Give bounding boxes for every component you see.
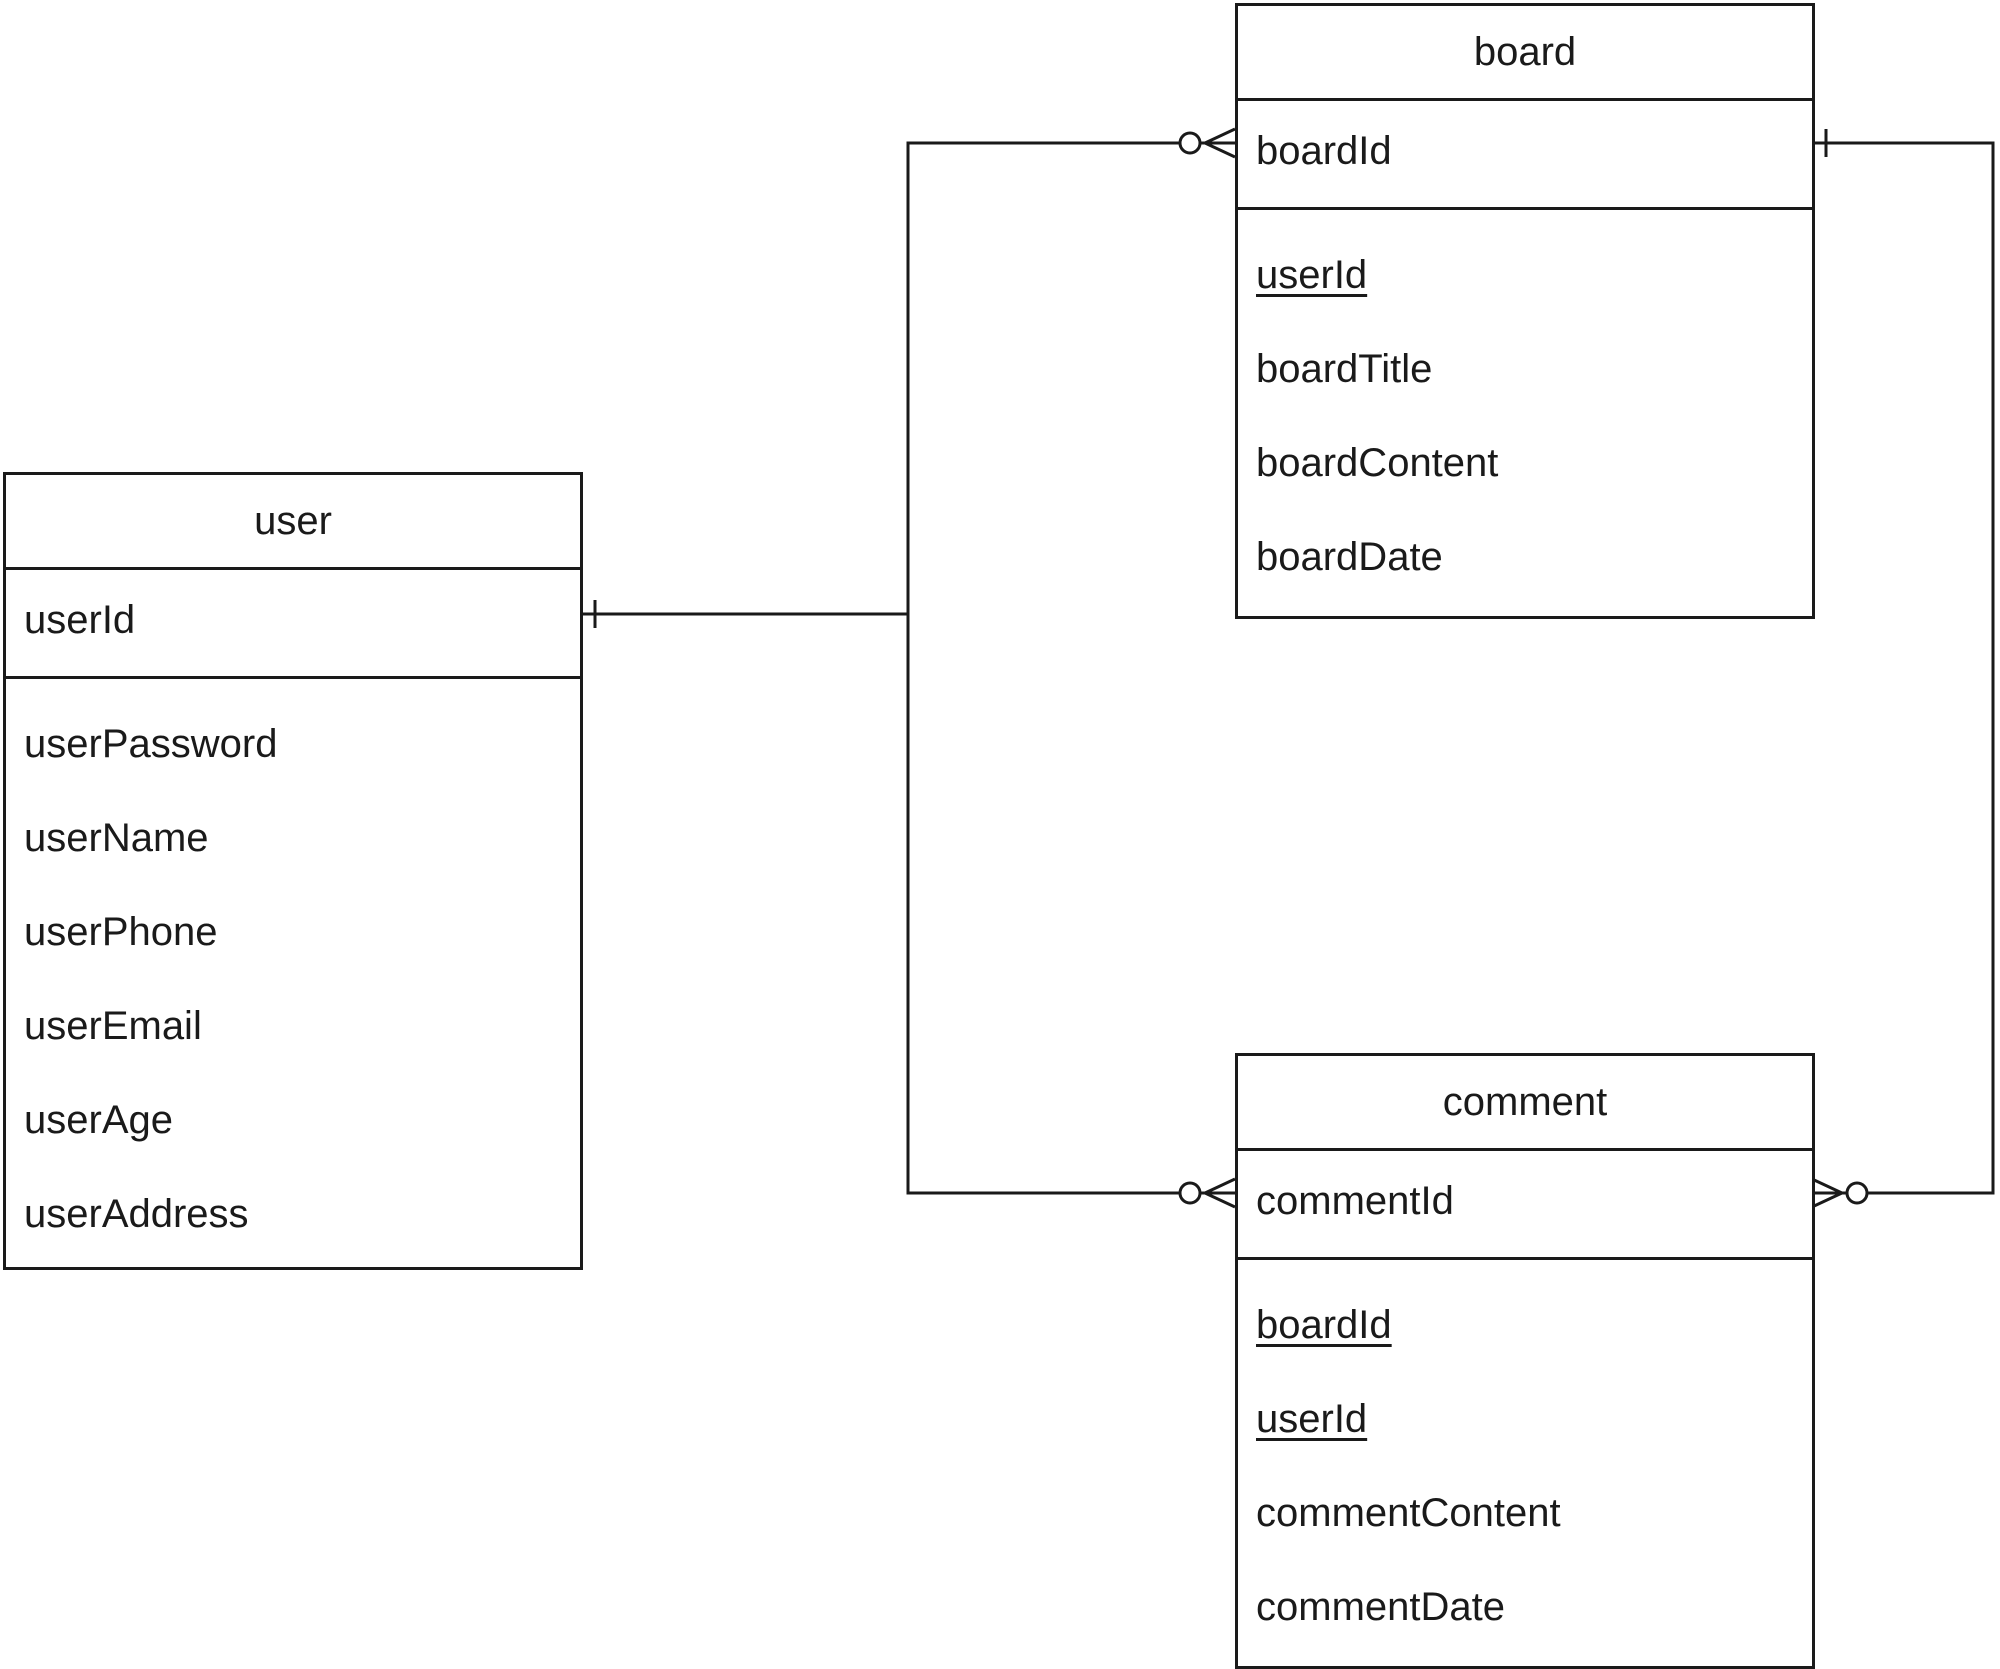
primary-key-field: userId [6, 570, 580, 679]
entity-title: user [6, 475, 580, 570]
entity-fields: userPassword userName userPhone userEmai… [6, 679, 580, 1261]
foreign-key-field: boardId [1256, 1303, 1392, 1347]
field: boardTitle [1256, 347, 1433, 391]
zero-marker-comment-right [1845, 1181, 1869, 1205]
field: boardDate [1256, 535, 1443, 579]
entity-board: board boardId userId boardTitle boardCon… [1235, 3, 1815, 619]
entity-user: user userId userPassword userName userPh… [3, 472, 583, 1270]
entity-fields: userId boardTitle boardContent boardDate [1238, 210, 1812, 604]
field: commentContent [1256, 1491, 1561, 1535]
primary-key-field: boardId [1238, 101, 1812, 210]
entity-title: board [1238, 6, 1812, 101]
zero-marker-comment-left [1178, 1181, 1202, 1205]
field: userEmail [24, 1004, 202, 1048]
zero-marker-board [1178, 131, 1202, 155]
primary-key-field: commentId [1238, 1151, 1812, 1260]
field: userPassword [24, 722, 278, 766]
field: commentDate [1256, 1585, 1505, 1629]
field: userAddress [24, 1192, 249, 1236]
entity-comment: comment commentId boardId userId comment… [1235, 1053, 1815, 1669]
field: userName [24, 816, 209, 860]
relationship-user-comment-line [906, 614, 1235, 1195]
entity-fields: boardId userId commentContent commentDat… [1238, 1260, 1812, 1654]
foreign-key-field: userId [1256, 253, 1368, 297]
crowfoot-marker-comment-left [1201, 1177, 1236, 1209]
crowfoot-marker-board [1201, 127, 1236, 159]
field: userPhone [24, 910, 218, 954]
relationship-user-board-line [583, 141, 1235, 616]
crowfoot-marker-comment-right [1811, 1177, 1846, 1209]
relationship-board-comment-line [1812, 141, 1995, 1195]
entity-title: comment [1238, 1056, 1812, 1151]
field: boardContent [1256, 441, 1499, 485]
foreign-key-field: userId [1256, 1397, 1368, 1441]
field: userAge [24, 1098, 173, 1142]
